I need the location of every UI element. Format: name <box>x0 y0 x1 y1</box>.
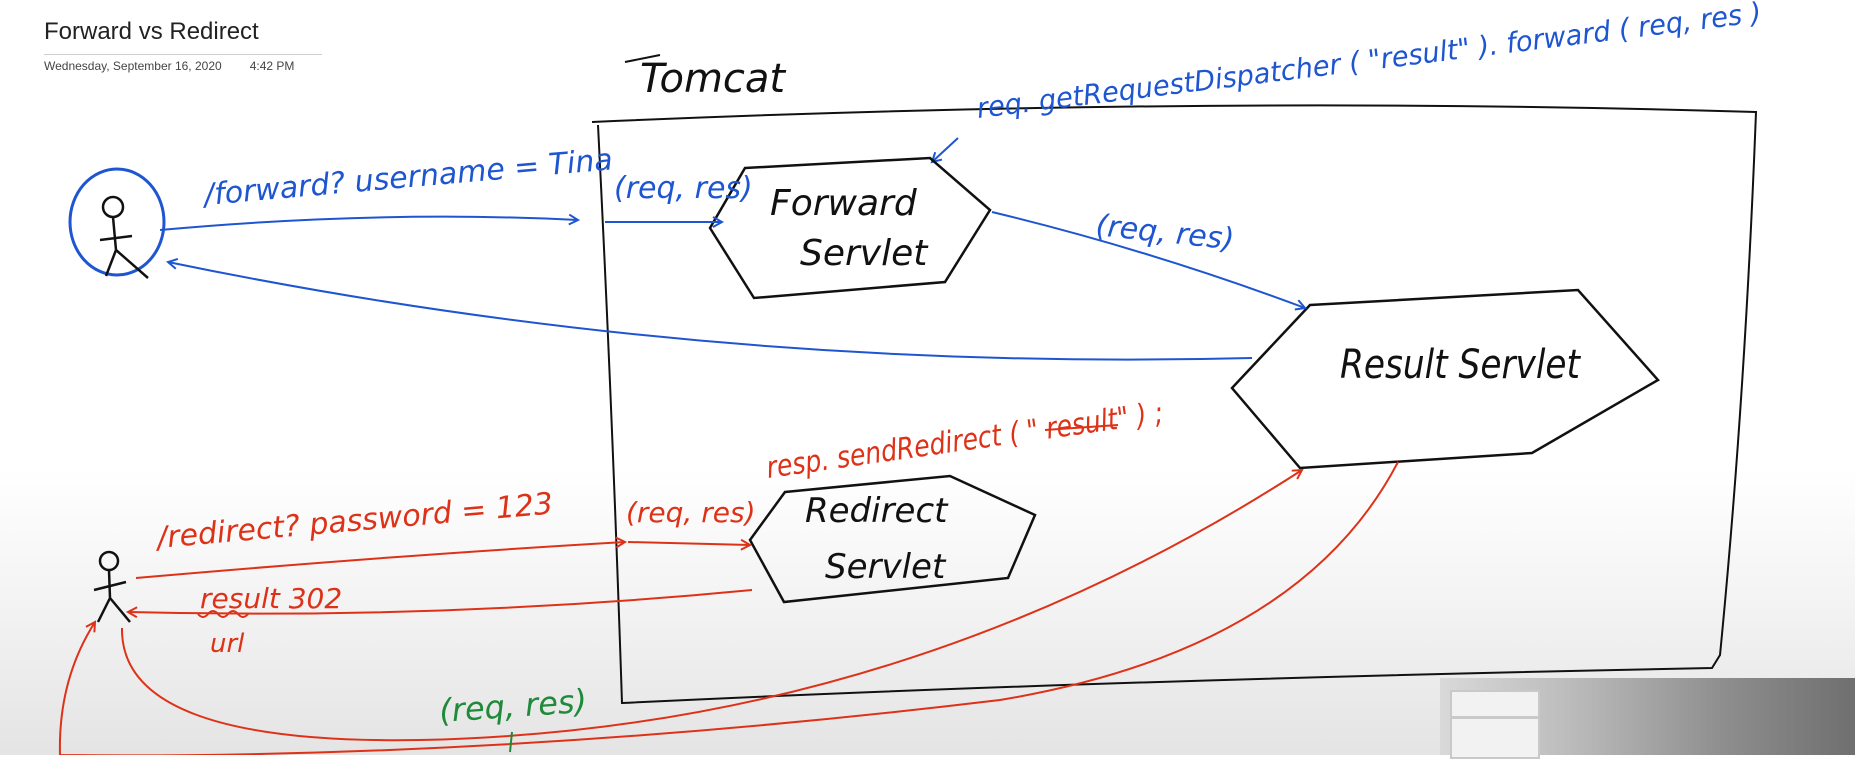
redirect-in-arrow <box>627 542 750 545</box>
forward-to-result-arrow <box>991 211 1305 308</box>
client-user-redirect <box>93 550 131 623</box>
client-body <box>93 569 131 623</box>
redirect-follow-arrow <box>120 470 1302 742</box>
forward-servlet-label-1: Forward <box>770 183 918 224</box>
client-head <box>98 550 120 572</box>
tomcat-label: Tomcat <box>640 56 786 102</box>
note-date: Wednesday, September 16, 2020 <box>44 59 222 73</box>
redirect-servlet: Redirect Servlet <box>748 474 1037 604</box>
result-servlet: Result Servlet <box>1230 288 1660 470</box>
forward-servlet-shape <box>708 156 992 300</box>
result-response-arrow <box>58 461 1399 755</box>
final-params-tail <box>509 731 513 753</box>
forward-response-arrow <box>168 262 1253 361</box>
redirect-servlet-label-2: Servlet <box>825 547 947 587</box>
page-title: Forward vs Redirect <box>44 18 259 45</box>
client-head <box>101 195 125 219</box>
video-thumbnail-overlay <box>1440 678 1855 759</box>
note-time: 4:42 PM <box>249 59 295 73</box>
note-header: Forward vs Redirect Wednesday, September… <box>44 18 322 73</box>
forward-request-label: /forward? username = Tina <box>200 142 614 213</box>
client-user-forward <box>68 167 166 279</box>
forward-request-arrow <box>159 217 578 231</box>
redirect-request-label: /redirect? password = 123 <box>153 486 555 556</box>
redirect-note: url <box>210 629 245 659</box>
client-body <box>99 216 149 279</box>
redirect-code: resp. sendRedirect ( " result" ) ; <box>764 396 1165 486</box>
tomcat-container <box>591 104 1758 705</box>
redirect-servlet-label-1: Redirect <box>805 491 949 531</box>
redirect-response-label: result 302 <box>200 582 342 615</box>
redirect-request-arrow <box>135 542 625 579</box>
result-servlet-label: Result Servlet <box>1340 342 1581 388</box>
redirect-response-underline <box>197 610 249 618</box>
redirect-in-label: (req, res) <box>626 496 756 529</box>
forward-code-pointer <box>932 137 959 162</box>
forward-to-result-label: (req, res) <box>1094 208 1236 257</box>
redirect-code-underline <box>1044 424 1119 431</box>
note-meta: Wednesday, September 16, 2020 4:42 PM <box>44 54 322 73</box>
forward-in-label: (req, res) <box>614 171 753 206</box>
redirect-response-arrow <box>128 589 753 614</box>
tomcat-label-underline <box>624 54 661 63</box>
forward-servlet: Forward Servlet <box>708 156 992 300</box>
client-circle <box>68 167 166 277</box>
result-servlet-shape <box>1230 288 1660 470</box>
window-image <box>1450 690 1540 759</box>
final-params-label: (req, res) <box>438 682 588 730</box>
forward-servlet-label-2: Servlet <box>800 233 929 274</box>
